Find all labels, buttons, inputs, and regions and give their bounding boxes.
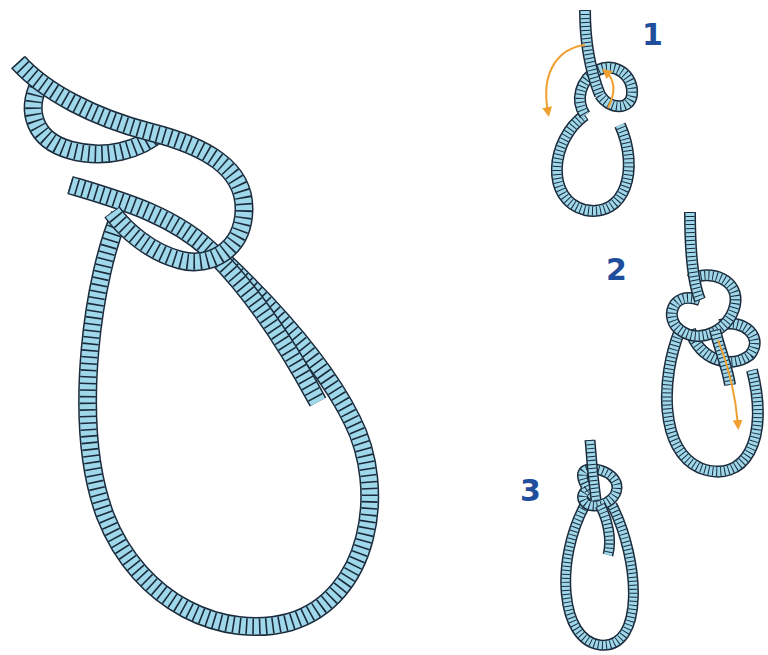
rope-twist: [18, 62, 244, 262]
rope-segment: [715, 330, 730, 385]
rope-twist: [672, 275, 736, 336]
rope-twist: [585, 10, 600, 95]
rope-fill: [715, 330, 730, 385]
rope-segment: [18, 62, 244, 262]
instruction-arrow: [718, 340, 738, 425]
rope-outline: [690, 212, 700, 300]
rope-twist: [715, 330, 730, 385]
rope-twist: [557, 115, 629, 211]
rope-segment: [585, 10, 600, 95]
step-number: 1: [642, 20, 663, 50]
rope-outline: [18, 62, 244, 262]
rope-fill: [18, 62, 244, 262]
rope-twist: [600, 505, 610, 555]
rope-segment: [566, 505, 634, 645]
rope-outline: [590, 440, 596, 500]
rope-outline: [585, 10, 600, 95]
rope-fill: [600, 505, 610, 555]
rope-segment: [672, 275, 736, 336]
rope-segment: [690, 212, 700, 300]
rope-outline: [566, 505, 634, 645]
rope-twist: [690, 212, 700, 300]
rope-fill: [585, 10, 600, 95]
rope-twist: [590, 440, 596, 500]
rope-fill: [672, 275, 736, 336]
rope-outline: [672, 275, 736, 336]
rope-twist: [566, 505, 634, 645]
step-number: 3: [520, 476, 541, 506]
instruction-arrow: [606, 72, 613, 108]
rope-fill: [690, 212, 700, 300]
rope-drawing: [18, 10, 758, 645]
rope-fill: [557, 115, 629, 211]
rope-outline: [600, 505, 610, 555]
rope-segment: [557, 115, 629, 211]
step-number: 2: [606, 255, 627, 285]
instruction-arrow: [546, 45, 585, 112]
rope-outline: [715, 330, 730, 385]
rope-outline: [557, 115, 629, 211]
rope-segment: [600, 505, 610, 555]
rope-fill: [590, 440, 596, 500]
rope-segment: [590, 440, 596, 500]
rope-fill: [566, 505, 634, 645]
instruction-arrows: [546, 45, 738, 425]
